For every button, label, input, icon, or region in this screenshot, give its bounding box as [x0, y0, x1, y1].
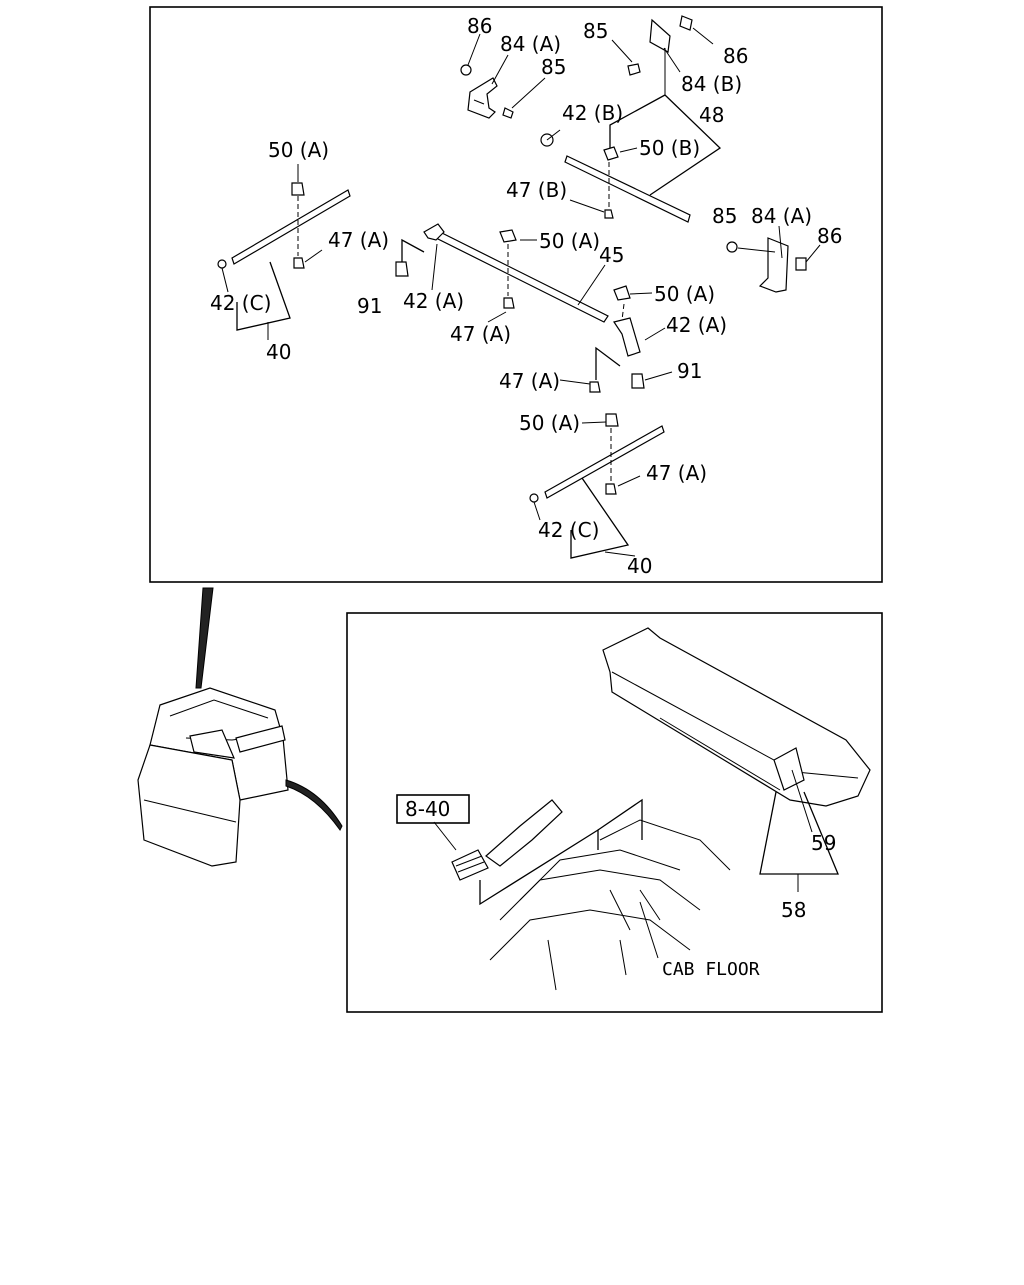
strip-40-bottom	[529, 413, 665, 503]
label-47b: 47 (B)	[506, 178, 567, 202]
label-47a: 47 (A)	[646, 461, 707, 485]
cab-illustration	[137, 687, 289, 867]
bracket-84b	[627, 15, 693, 76]
label-86: 86	[817, 224, 842, 248]
label-48: 48	[699, 103, 724, 127]
pointer-wedge	[195, 587, 214, 689]
label-84b: 84 (B)	[681, 72, 742, 96]
label-84a: 84 (A)	[751, 204, 812, 228]
label-47a: 47 (A)	[499, 369, 560, 393]
label-42c: 42 (C)	[538, 518, 599, 542]
label-59: 59	[811, 831, 836, 855]
label-47a: 47 (A)	[328, 228, 389, 252]
bottom-detail-frame	[346, 612, 883, 1013]
label-45: 45	[599, 243, 624, 267]
label-47a: 47 (A)	[450, 322, 511, 346]
ref-box-8-40	[396, 794, 470, 824]
ref-label-8-40: 8-40	[405, 797, 450, 821]
label-42a: 42 (A)	[403, 289, 464, 313]
label-42b: 42 (B)	[562, 101, 623, 125]
label-40: 40	[627, 554, 652, 578]
label-86: 86	[723, 44, 748, 68]
label-50a: 50 (A)	[519, 411, 580, 435]
label-91: 91	[677, 359, 702, 383]
pointer-arrow	[285, 779, 343, 831]
label-50a: 50 (A)	[268, 138, 329, 162]
top-detail-frame	[149, 6, 883, 583]
label-42c: 42 (C)	[210, 291, 271, 315]
floor-mat	[451, 799, 563, 881]
label-50b: 50 (B)	[639, 136, 700, 160]
label-50a: 50 (A)	[539, 229, 600, 253]
label-85: 85	[583, 19, 608, 43]
label-40: 40	[266, 340, 291, 364]
label-50a: 50 (A)	[654, 282, 715, 306]
label-91: 91	[357, 294, 382, 318]
strip-45	[395, 223, 631, 323]
cab-floor-label: CAB FLOOR	[662, 959, 760, 980]
cab-floor	[489, 819, 731, 991]
label-84a: 84 (A)	[500, 32, 561, 56]
strip-40-left	[217, 182, 351, 269]
label-85: 85	[541, 55, 566, 79]
label-42a: 42 (A)	[666, 313, 727, 337]
bracket-42a	[589, 317, 645, 393]
seat-panel-58	[602, 627, 871, 807]
label-58: 58	[781, 898, 806, 922]
label-86: 86	[467, 14, 492, 38]
label-85: 85	[712, 204, 737, 228]
